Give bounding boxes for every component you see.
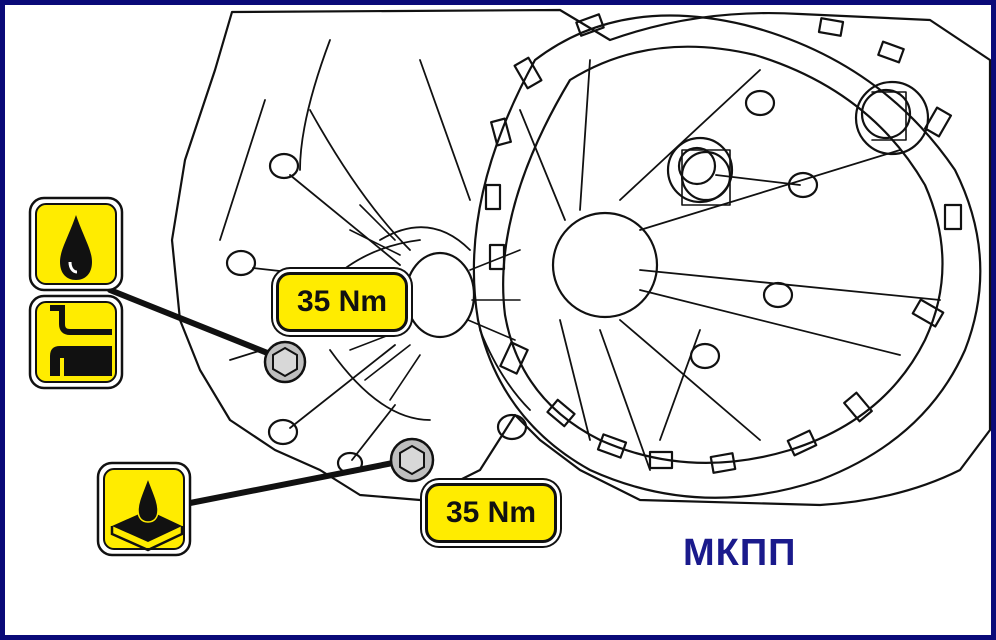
torque-label-lower: 35 Nm (425, 483, 557, 543)
torque-label-upper: 35 Nm (276, 272, 408, 332)
small-bore (404, 251, 476, 339)
bore-fins (349, 204, 521, 401)
flange-ring-outer (472, 14, 982, 499)
ring-notches (484, 13, 963, 474)
housing-ribs (219, 39, 941, 471)
sealant-flange-icon (28, 294, 124, 390)
flange-ring-inner (502, 45, 944, 464)
input-shaft (666, 136, 734, 206)
output-shaft (854, 80, 930, 156)
oil-on-surface-icon (96, 461, 192, 557)
leader-line-1 (107, 287, 288, 363)
bolt-1 (263, 340, 307, 384)
gearbox-caption: МКПП (683, 532, 797, 574)
housing-outline (170, 8, 992, 507)
bolt-2 (389, 437, 435, 483)
oil-drop-icon (28, 196, 124, 292)
housing-studs (225, 152, 364, 475)
bearing-circle (551, 211, 659, 319)
leader-line-2 (177, 457, 411, 508)
